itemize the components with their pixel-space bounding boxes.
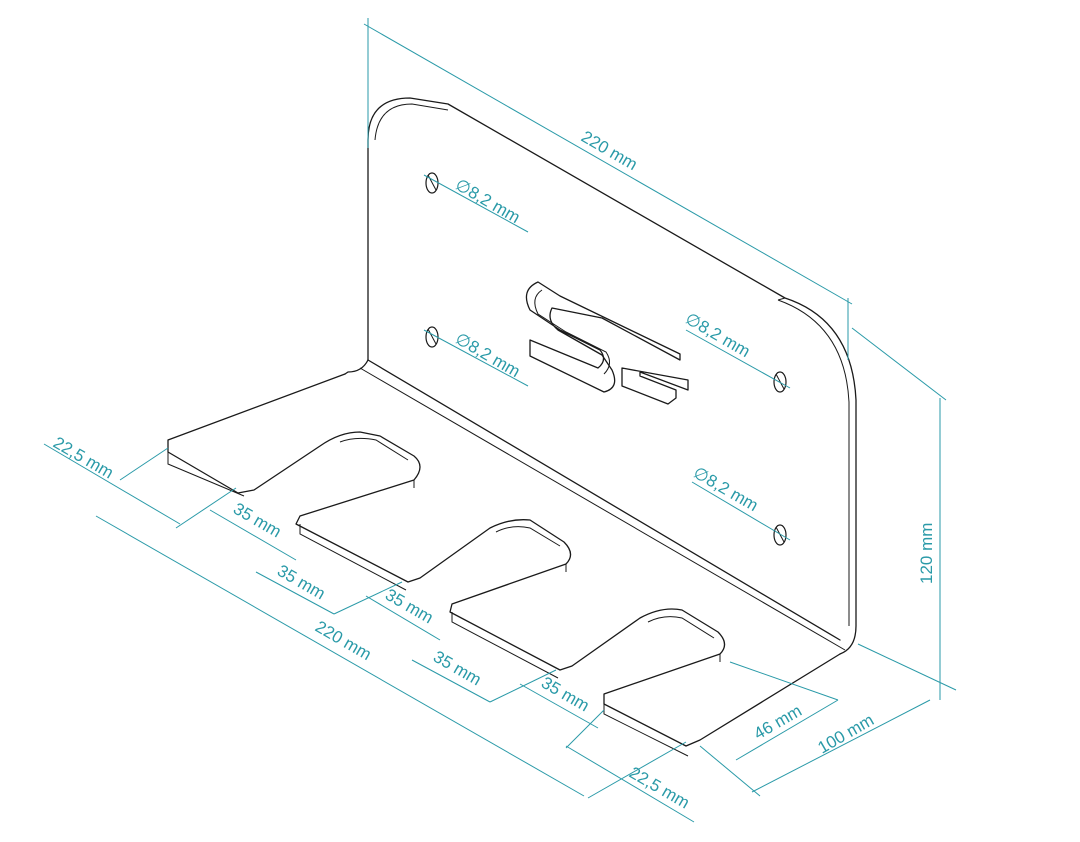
dim-height-120: 120 mm [917,523,936,584]
dim-bottom-220: 220 mm [312,617,375,664]
dim-prong-2: 35 mm [382,585,437,627]
base-plate [167,373,841,757]
dim-top-220: 220 mm [578,127,641,174]
dim-left-margin: 22,5 mm [50,433,117,483]
logo-cutout [525,281,689,405]
dim-prong-1: 35 mm [230,499,285,541]
dim-hole-mid-left: ∅8,2 mm [452,329,523,381]
back-plate [367,97,857,655]
dim-hole-bottom-right: ∅8,2 mm [690,463,761,515]
dim-hole-top-left: ∅8,2 mm [452,175,523,227]
dim-slot-46: 46 mm [751,701,806,743]
dim-hole-top-right: ∅8,2 mm [682,309,753,361]
dim-gap-1: 35 mm [274,561,329,603]
dim-gap-2: 35 mm [430,647,485,689]
dim-depth-100: 100 mm [815,710,878,757]
dimension-lines [43,18,957,823]
mounting-holes [425,172,787,546]
bend-edge [344,359,846,651]
